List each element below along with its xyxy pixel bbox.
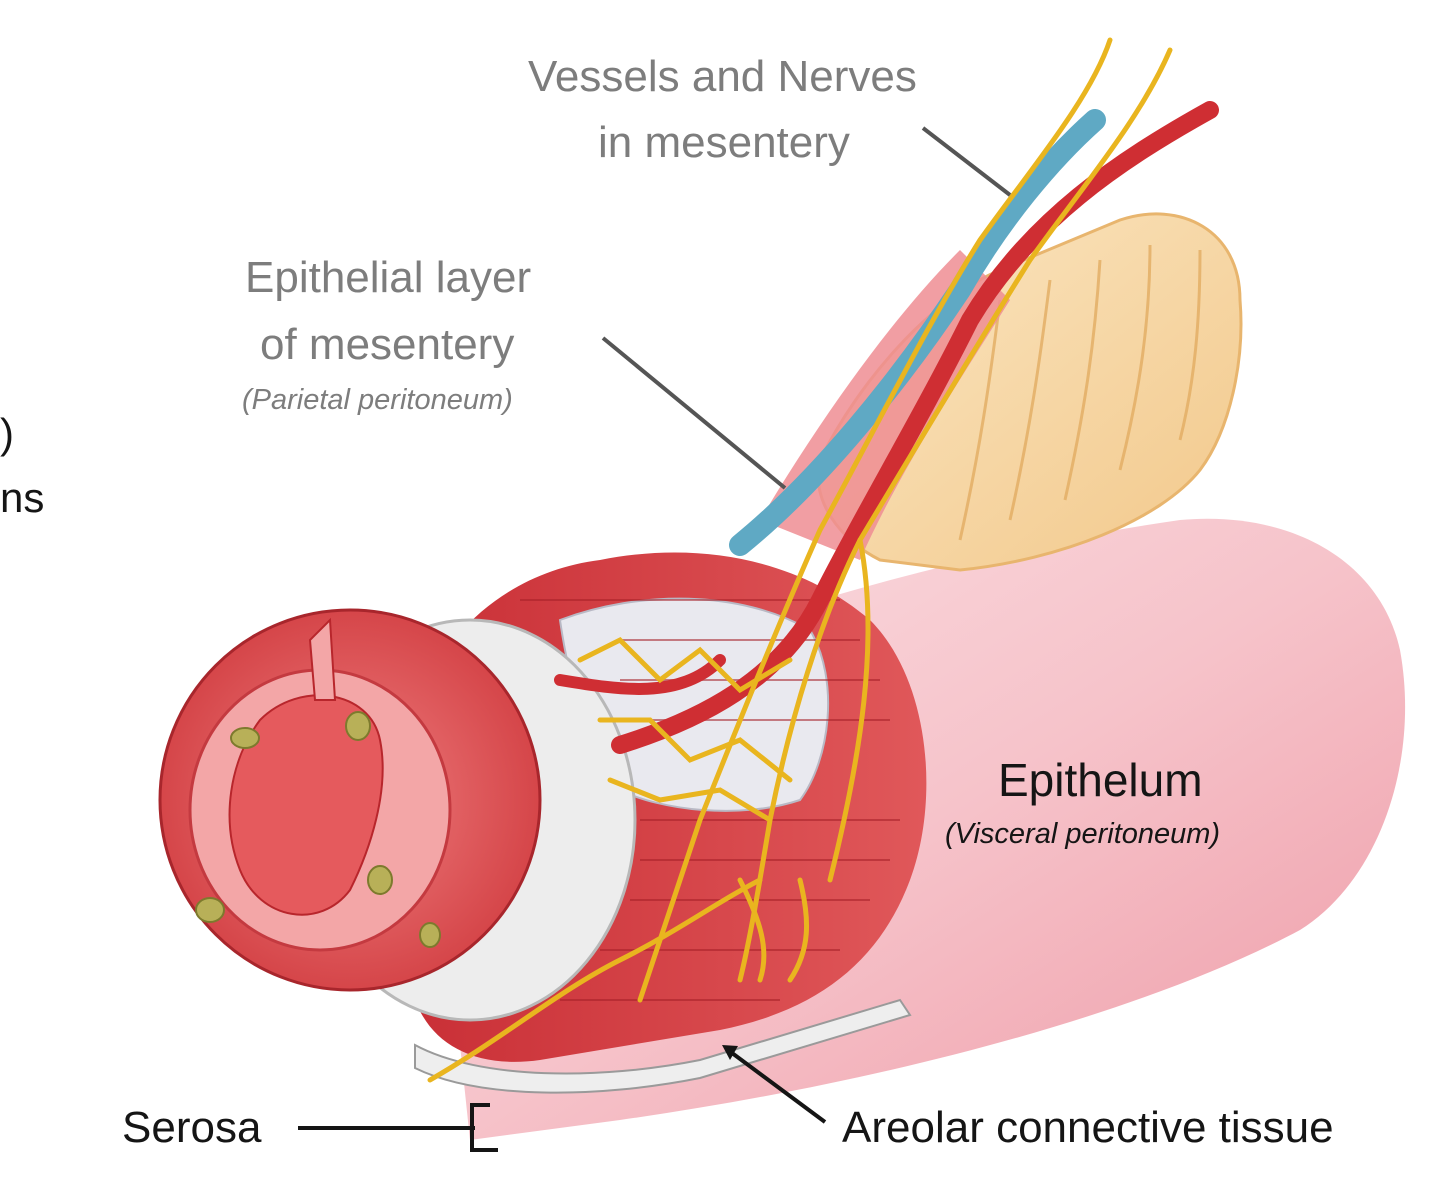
mesentery-label-line2: of mesentery bbox=[260, 320, 515, 369]
vessels-pointer bbox=[921, 126, 1012, 197]
epithelium-label-sub: (Visceral peritoneum) bbox=[945, 818, 1221, 850]
vein-vessel bbox=[729, 109, 1106, 556]
serosa-bracket bbox=[470, 1103, 498, 1152]
serosa-label: Serosa bbox=[122, 1103, 262, 1152]
areolar-band bbox=[414, 998, 912, 1094]
glands bbox=[195, 711, 441, 948]
mucosa-fold bbox=[308, 617, 337, 701]
artery-branch bbox=[554, 654, 726, 695]
areolar-arrowhead bbox=[722, 1045, 738, 1060]
lumen-center bbox=[228, 694, 384, 916]
fat-lobules bbox=[958, 244, 1202, 541]
mesentery-label-sub: (Parietal peritoneum) bbox=[242, 384, 513, 416]
nerves bbox=[427, 37, 1173, 1083]
epithelium-label: Epithelum bbox=[998, 754, 1203, 806]
vessels-label-line2: in mesentery bbox=[598, 118, 850, 167]
areolar-label: Areolar connective tissue bbox=[842, 1103, 1334, 1152]
vessels-label-line1: Vessels and Nerves bbox=[528, 52, 917, 101]
clipped-text-paren: ) bbox=[0, 410, 14, 457]
mesentery-label-line1: Epithelial layer bbox=[245, 253, 532, 302]
clipped-text-ns: ns bbox=[0, 474, 45, 521]
mesentery-pointer bbox=[601, 336, 787, 490]
areolar-pointer bbox=[726, 1048, 827, 1124]
